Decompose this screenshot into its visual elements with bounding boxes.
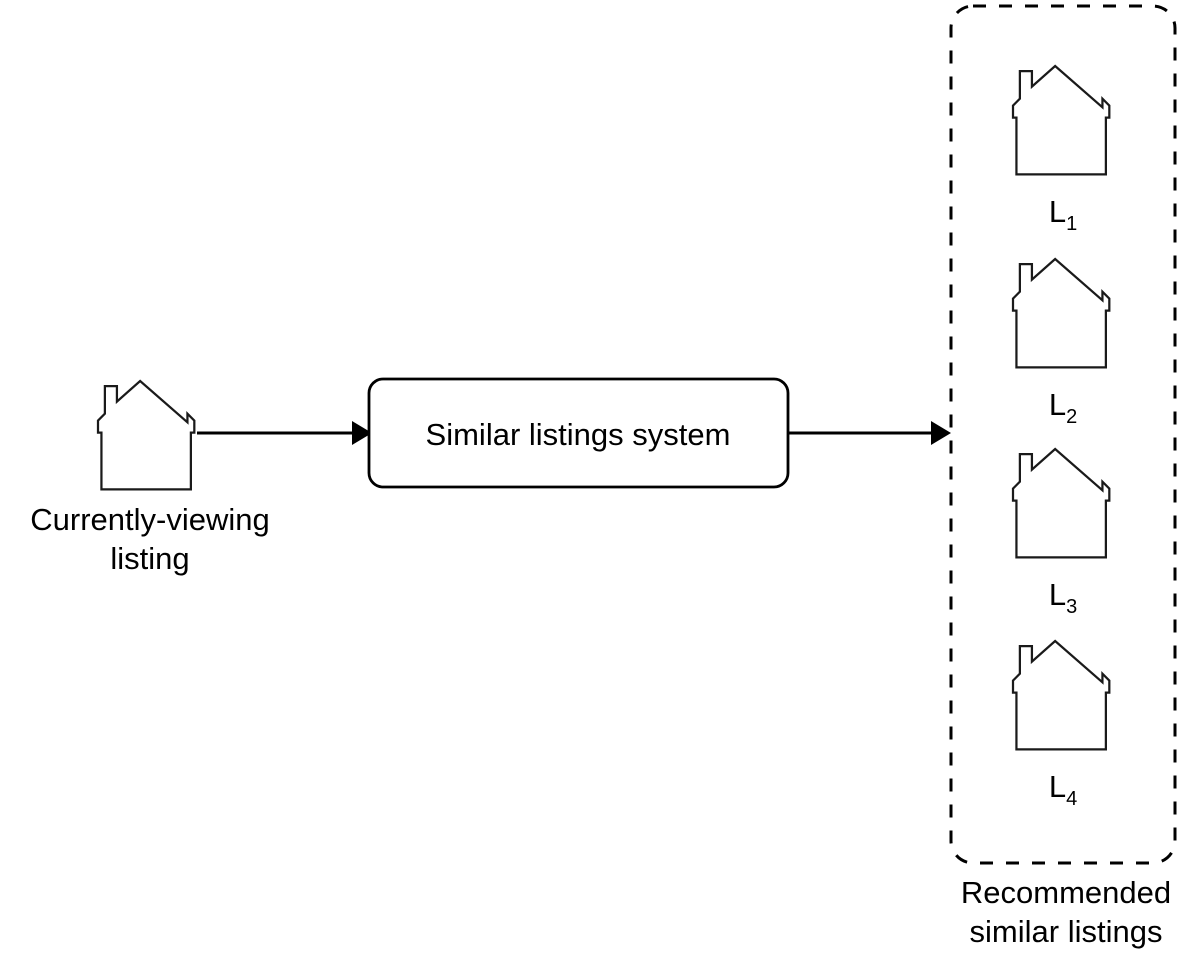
list-item-label-base: L	[1049, 387, 1066, 422]
house-icon	[1011, 447, 1111, 559]
list-item[interactable]: L4	[1011, 639, 1111, 810]
output-caption-line2: similar listings	[970, 914, 1163, 949]
currently-viewing-listing-node: Currently-viewing listing	[30, 379, 270, 576]
list-item[interactable]: L1	[1011, 64, 1111, 235]
input-caption-line2: listing	[110, 541, 189, 576]
recommended-listings-container	[949, 4, 1177, 865]
arrowhead-icon	[931, 421, 951, 445]
list-item-label-base: L	[1049, 194, 1066, 229]
list-item-label: L4	[1049, 769, 1077, 810]
process-box[interactable]	[367, 377, 790, 489]
output-caption-line1: Recommended	[961, 875, 1171, 910]
house-icon	[1011, 257, 1111, 369]
arrow-process-to-output	[789, 421, 951, 445]
list-item-label-subscript: 4	[1066, 788, 1077, 810]
arrow-input-to-process	[197, 421, 372, 445]
process-label: Similar listings system	[426, 417, 731, 452]
list-item[interactable]: L2	[1011, 257, 1111, 428]
list-item[interactable]: L3	[1011, 447, 1111, 618]
list-item-label-base: L	[1049, 769, 1066, 804]
list-item-label: L1	[1049, 194, 1077, 235]
arrowhead-icon	[352, 421, 372, 445]
list-item-label-base: L	[1049, 577, 1066, 612]
list-item-label: L2	[1049, 387, 1077, 428]
list-item-label-subscript: 3	[1066, 596, 1077, 618]
list-item-label: L3	[1049, 577, 1077, 618]
input-caption-line1: Currently-viewing	[30, 502, 269, 537]
list-item-label-subscript: 2	[1066, 406, 1077, 428]
house-icon	[1011, 639, 1111, 751]
similar-listings-system-node[interactable]: Similar listings system	[367, 377, 790, 489]
list-item-label-subscript: 1	[1066, 213, 1077, 235]
house-icon	[96, 379, 196, 491]
recommended-listings-group: L1 L2 L3	[949, 4, 1177, 949]
house-icon	[1011, 64, 1111, 176]
